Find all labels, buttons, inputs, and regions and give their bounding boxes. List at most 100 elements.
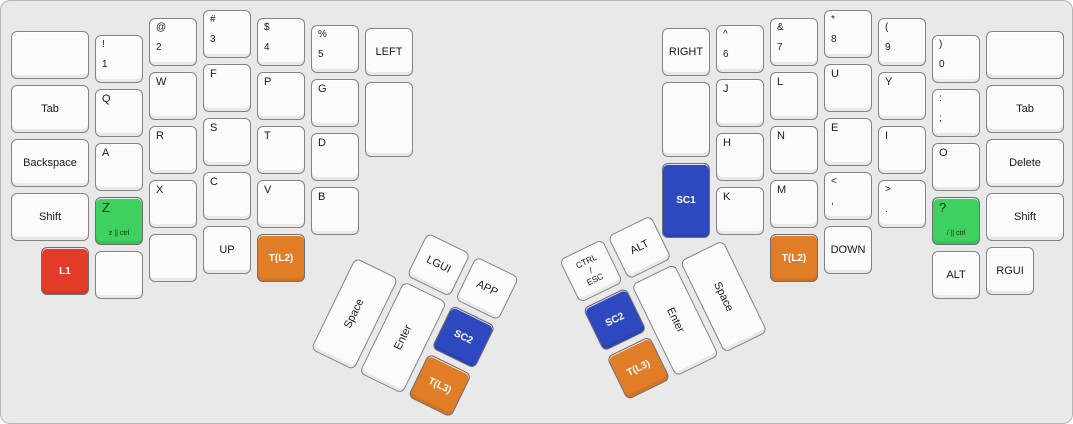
key-e[interactable]: E <box>824 118 872 166</box>
key-7[interactable]: &7 <box>770 18 818 66</box>
key-label: ESC <box>584 270 606 288</box>
key-r[interactable]: R <box>149 126 197 174</box>
key-m[interactable]: M <box>770 180 818 228</box>
key-v[interactable]: V <box>257 180 305 228</box>
key-label: A <box>102 147 110 159</box>
key-blank-inner-tall[interactable] <box>365 82 413 157</box>
key-label: ALT <box>946 269 966 281</box>
key-u[interactable]: U <box>824 64 872 112</box>
key-f[interactable]: F <box>203 64 251 112</box>
key-label: CTRL <box>574 252 599 271</box>
key-l[interactable]: L <box>770 72 818 120</box>
key-8[interactable]: *8 <box>824 10 872 58</box>
key-down[interactable]: DOWN <box>824 226 872 274</box>
key-2[interactable]: @2 <box>149 18 197 66</box>
key-shift[interactable]: Shift <box>986 193 1064 241</box>
key-p[interactable]: P <box>257 72 305 120</box>
key-label: SC2 <box>603 310 626 329</box>
key-tab[interactable]: Tab <box>11 85 89 133</box>
key-label: Enter <box>391 323 415 353</box>
key-label: F <box>210 68 217 80</box>
key-blank-top[interactable] <box>986 31 1064 79</box>
key-label: C <box>210 176 218 188</box>
key-l1[interactable]: L1 <box>41 247 89 295</box>
key-4[interactable]: $4 <box>257 18 305 66</box>
key-tab[interactable]: Tab <box>986 85 1064 133</box>
key-label: Q <box>102 93 111 105</box>
key-label: RGUI <box>996 265 1024 277</box>
key-t[interactable]: T <box>257 126 305 174</box>
key-label: # <box>210 14 216 25</box>
key-t-l2[interactable]: T(L2) <box>770 234 818 282</box>
key-up[interactable]: UP <box>203 226 251 274</box>
key-label: E <box>831 122 839 134</box>
key-label: UP <box>219 244 235 256</box>
key-label: X <box>156 184 164 196</box>
key-9[interactable]: (9 <box>878 18 926 66</box>
key-5[interactable]: %5 <box>311 25 359 73</box>
key-blank-b1[interactable] <box>95 251 143 299</box>
key-k[interactable]: K <box>716 187 764 235</box>
key-label: > <box>885 184 891 195</box>
key-label: * <box>831 14 835 25</box>
key-delete[interactable]: Delete <box>986 139 1064 187</box>
key-semicolon[interactable]: :; <box>932 89 980 137</box>
key-label: : <box>939 93 942 104</box>
key-sc1[interactable]: SC1 <box>662 163 710 238</box>
key-label: ) <box>939 39 943 50</box>
key-c[interactable]: C <box>203 172 251 220</box>
key-backspace[interactable]: Backspace <box>11 139 89 187</box>
key-period[interactable]: >. <box>878 180 926 228</box>
key-label: Delete <box>1009 157 1041 169</box>
key-label: < <box>831 176 837 187</box>
key-n[interactable]: N <box>770 126 818 174</box>
key-q[interactable]: Q <box>95 89 143 137</box>
key-label: ? <box>939 200 947 215</box>
key-s[interactable]: S <box>203 118 251 166</box>
key-label: 9 <box>885 42 891 53</box>
key-j[interactable]: J <box>716 79 764 127</box>
key-label: G <box>318 83 327 95</box>
key-blank-inner-tall[interactable] <box>662 82 710 157</box>
key-g[interactable]: G <box>311 79 359 127</box>
key-label: K <box>723 191 731 203</box>
key-shift[interactable]: Shift <box>11 193 89 241</box>
key-label: Tab <box>1016 103 1034 115</box>
key-label: ALT <box>628 237 651 258</box>
key-b[interactable]: B <box>311 187 359 235</box>
key-t-l2[interactable]: T(L2) <box>257 234 305 282</box>
key-label: Space <box>711 279 736 314</box>
key-rgui[interactable]: RGUI <box>986 247 1034 295</box>
key-w[interactable]: W <box>149 72 197 120</box>
key-blank-b2[interactable] <box>149 234 197 282</box>
key-o[interactable]: O <box>932 143 980 191</box>
key-left-arrow[interactable]: LEFT <box>365 28 413 76</box>
key-x[interactable]: X <box>149 180 197 228</box>
key-label: 8 <box>831 34 837 45</box>
key-label: U <box>831 68 839 80</box>
key-alt-bottom[interactable]: ALT <box>932 251 980 299</box>
key-comma[interactable]: <, <box>824 172 872 220</box>
key-d[interactable]: D <box>311 133 359 181</box>
key-label: Y <box>885 76 893 88</box>
key-label: P <box>264 76 272 88</box>
key-blank-top[interactable] <box>11 31 89 79</box>
key-label: / <box>587 265 594 276</box>
key-1[interactable]: !1 <box>95 35 143 83</box>
key-a[interactable]: A <box>95 143 143 191</box>
key-h[interactable]: H <box>716 133 764 181</box>
key-slash[interactable]: ?/ || ctrl <box>932 197 980 245</box>
key-3[interactable]: #3 <box>203 10 251 58</box>
key-label: M <box>777 184 787 196</box>
key-y[interactable]: Y <box>878 72 926 120</box>
key-right-arrow[interactable]: RIGHT <box>662 28 710 76</box>
key-6[interactable]: ^6 <box>716 25 764 73</box>
key-label: T(L2) <box>781 252 807 264</box>
key-i[interactable]: I <box>878 126 926 174</box>
key-label: I <box>885 130 889 142</box>
key-0[interactable]: )0 <box>932 35 980 83</box>
key-label: Enter <box>663 305 687 335</box>
key-label: Backspace <box>23 157 77 169</box>
